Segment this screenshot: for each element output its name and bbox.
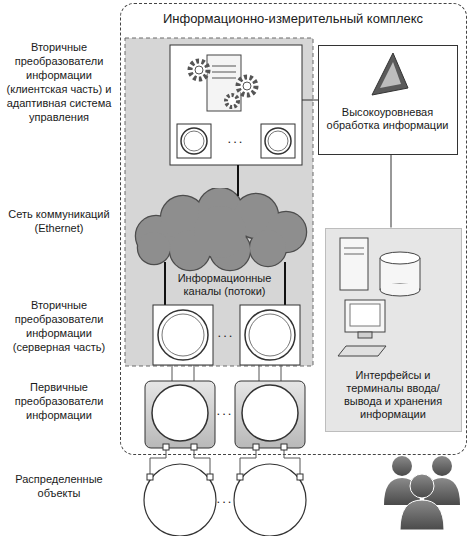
monitor-stand	[358, 332, 372, 338]
cloud-outline	[250, 230, 286, 266]
probe-terminal	[207, 474, 213, 480]
probe-wire	[150, 448, 166, 476]
layer-label: Вторичные преобразователи информации (кл…	[0, 40, 118, 124]
server-slot	[212, 72, 236, 73]
cloud-fill	[138, 232, 170, 264]
io-panel: Интерфейсы и терминалы ввода/ вывода и х…	[325, 228, 462, 432]
person-icon	[392, 456, 412, 476]
person-icon	[384, 478, 420, 505]
storage-cylinder	[420, 258, 421, 290]
link-wire	[302, 100, 318, 101]
server-slot	[212, 78, 236, 79]
gear-icon	[190, 61, 208, 79]
network-cloud: Информационные каналы (потоки)	[128, 188, 313, 300]
client-server-region	[125, 38, 313, 366]
probe-terminal	[191, 444, 197, 450]
converter-circle	[249, 314, 291, 356]
probe-terminal	[163, 444, 169, 450]
monitor-icon	[345, 300, 385, 332]
probe-wire	[284, 448, 300, 476]
gear-hub	[195, 66, 203, 74]
cloud-fill	[194, 206, 246, 258]
server-tower	[207, 55, 241, 111]
probe-terminal	[253, 444, 259, 450]
node-text: Информационные каналы (потоки)	[168, 272, 282, 298]
signal-wire	[172, 365, 173, 381]
converter-circle	[245, 310, 295, 360]
tower-slot	[344, 248, 364, 249]
object-circle	[144, 464, 216, 536]
network-wire	[237, 165, 239, 196]
converter-circle	[181, 128, 207, 154]
layer-label: Распределенные объекты	[0, 472, 118, 500]
ellipsis-mark: ...	[216, 132, 256, 146]
server-converter-box	[153, 305, 213, 365]
channel-wire	[164, 262, 166, 305]
processing-icon	[372, 53, 408, 95]
converter-circle	[158, 310, 208, 360]
complex-frame: Информационно-измерительный комплексВысо…	[120, 3, 467, 455]
storage-cylinder	[381, 284, 419, 290]
probe-terminal	[147, 474, 153, 480]
signal-wire	[281, 365, 282, 381]
signal-wire	[194, 365, 195, 381]
connector-line	[391, 155, 392, 228]
gear-icon	[226, 95, 238, 107]
client-box	[170, 45, 302, 165]
layer-label: Сеть коммуникаций (Ethernet)	[0, 207, 118, 235]
monitor-screen	[350, 304, 380, 326]
person-icon	[400, 500, 444, 530]
person-icon	[424, 478, 460, 505]
cloud-outline	[194, 206, 246, 258]
storage-cylinder	[380, 258, 420, 290]
probe-terminal	[281, 444, 287, 450]
converter-square	[261, 124, 295, 158]
cloud-fill	[250, 230, 286, 266]
primary-converter-box	[145, 381, 215, 448]
server-converter-box	[240, 305, 300, 365]
person-icon	[410, 474, 434, 498]
keyboard-icon	[338, 346, 386, 356]
sensor-circle	[242, 385, 298, 441]
processing-box: Высокоуровневая обработка информации	[318, 45, 458, 155]
probe-wire	[194, 448, 210, 476]
layer-label: Первичные преобразователи информации	[0, 380, 118, 422]
object-circle	[234, 464, 306, 536]
tower-slot	[344, 254, 364, 255]
storage-cylinder	[380, 258, 381, 290]
signal-wire	[259, 365, 260, 381]
ellipsis-mark: ...	[206, 326, 246, 340]
primary-converter-box	[235, 381, 305, 448]
computer-tower	[340, 238, 368, 290]
node-text: Интерфейсы и терминалы ввода/ вывода и х…	[330, 369, 457, 422]
person-icon	[432, 456, 452, 476]
converter-circle	[268, 131, 288, 151]
processing-icon	[380, 62, 401, 88]
converter-circle	[162, 314, 204, 356]
converter-circle	[184, 131, 204, 151]
cloud-outline	[138, 232, 170, 264]
channel-wire	[284, 262, 286, 305]
ellipsis-mark: ...	[205, 492, 245, 506]
probe-terminal	[297, 474, 303, 480]
ellipsis-mark: ...	[205, 404, 245, 418]
converter-square	[177, 124, 211, 158]
frame-title: Информационно-измерительный комплекс	[121, 11, 465, 27]
storage-cylinder	[380, 252, 420, 264]
sensor-circle	[152, 385, 208, 441]
storage-cylinder	[380, 284, 420, 296]
gear-hub	[243, 82, 251, 90]
gear-icon	[238, 77, 256, 95]
layer-label: Вторичные преобразователи информации (се…	[0, 298, 118, 354]
probe-terminal	[237, 474, 243, 480]
probe-wire	[240, 448, 256, 476]
node-text: Высокоуровневая обработка информации	[323, 106, 453, 132]
converter-circle	[265, 128, 291, 154]
server-slot	[212, 66, 236, 67]
